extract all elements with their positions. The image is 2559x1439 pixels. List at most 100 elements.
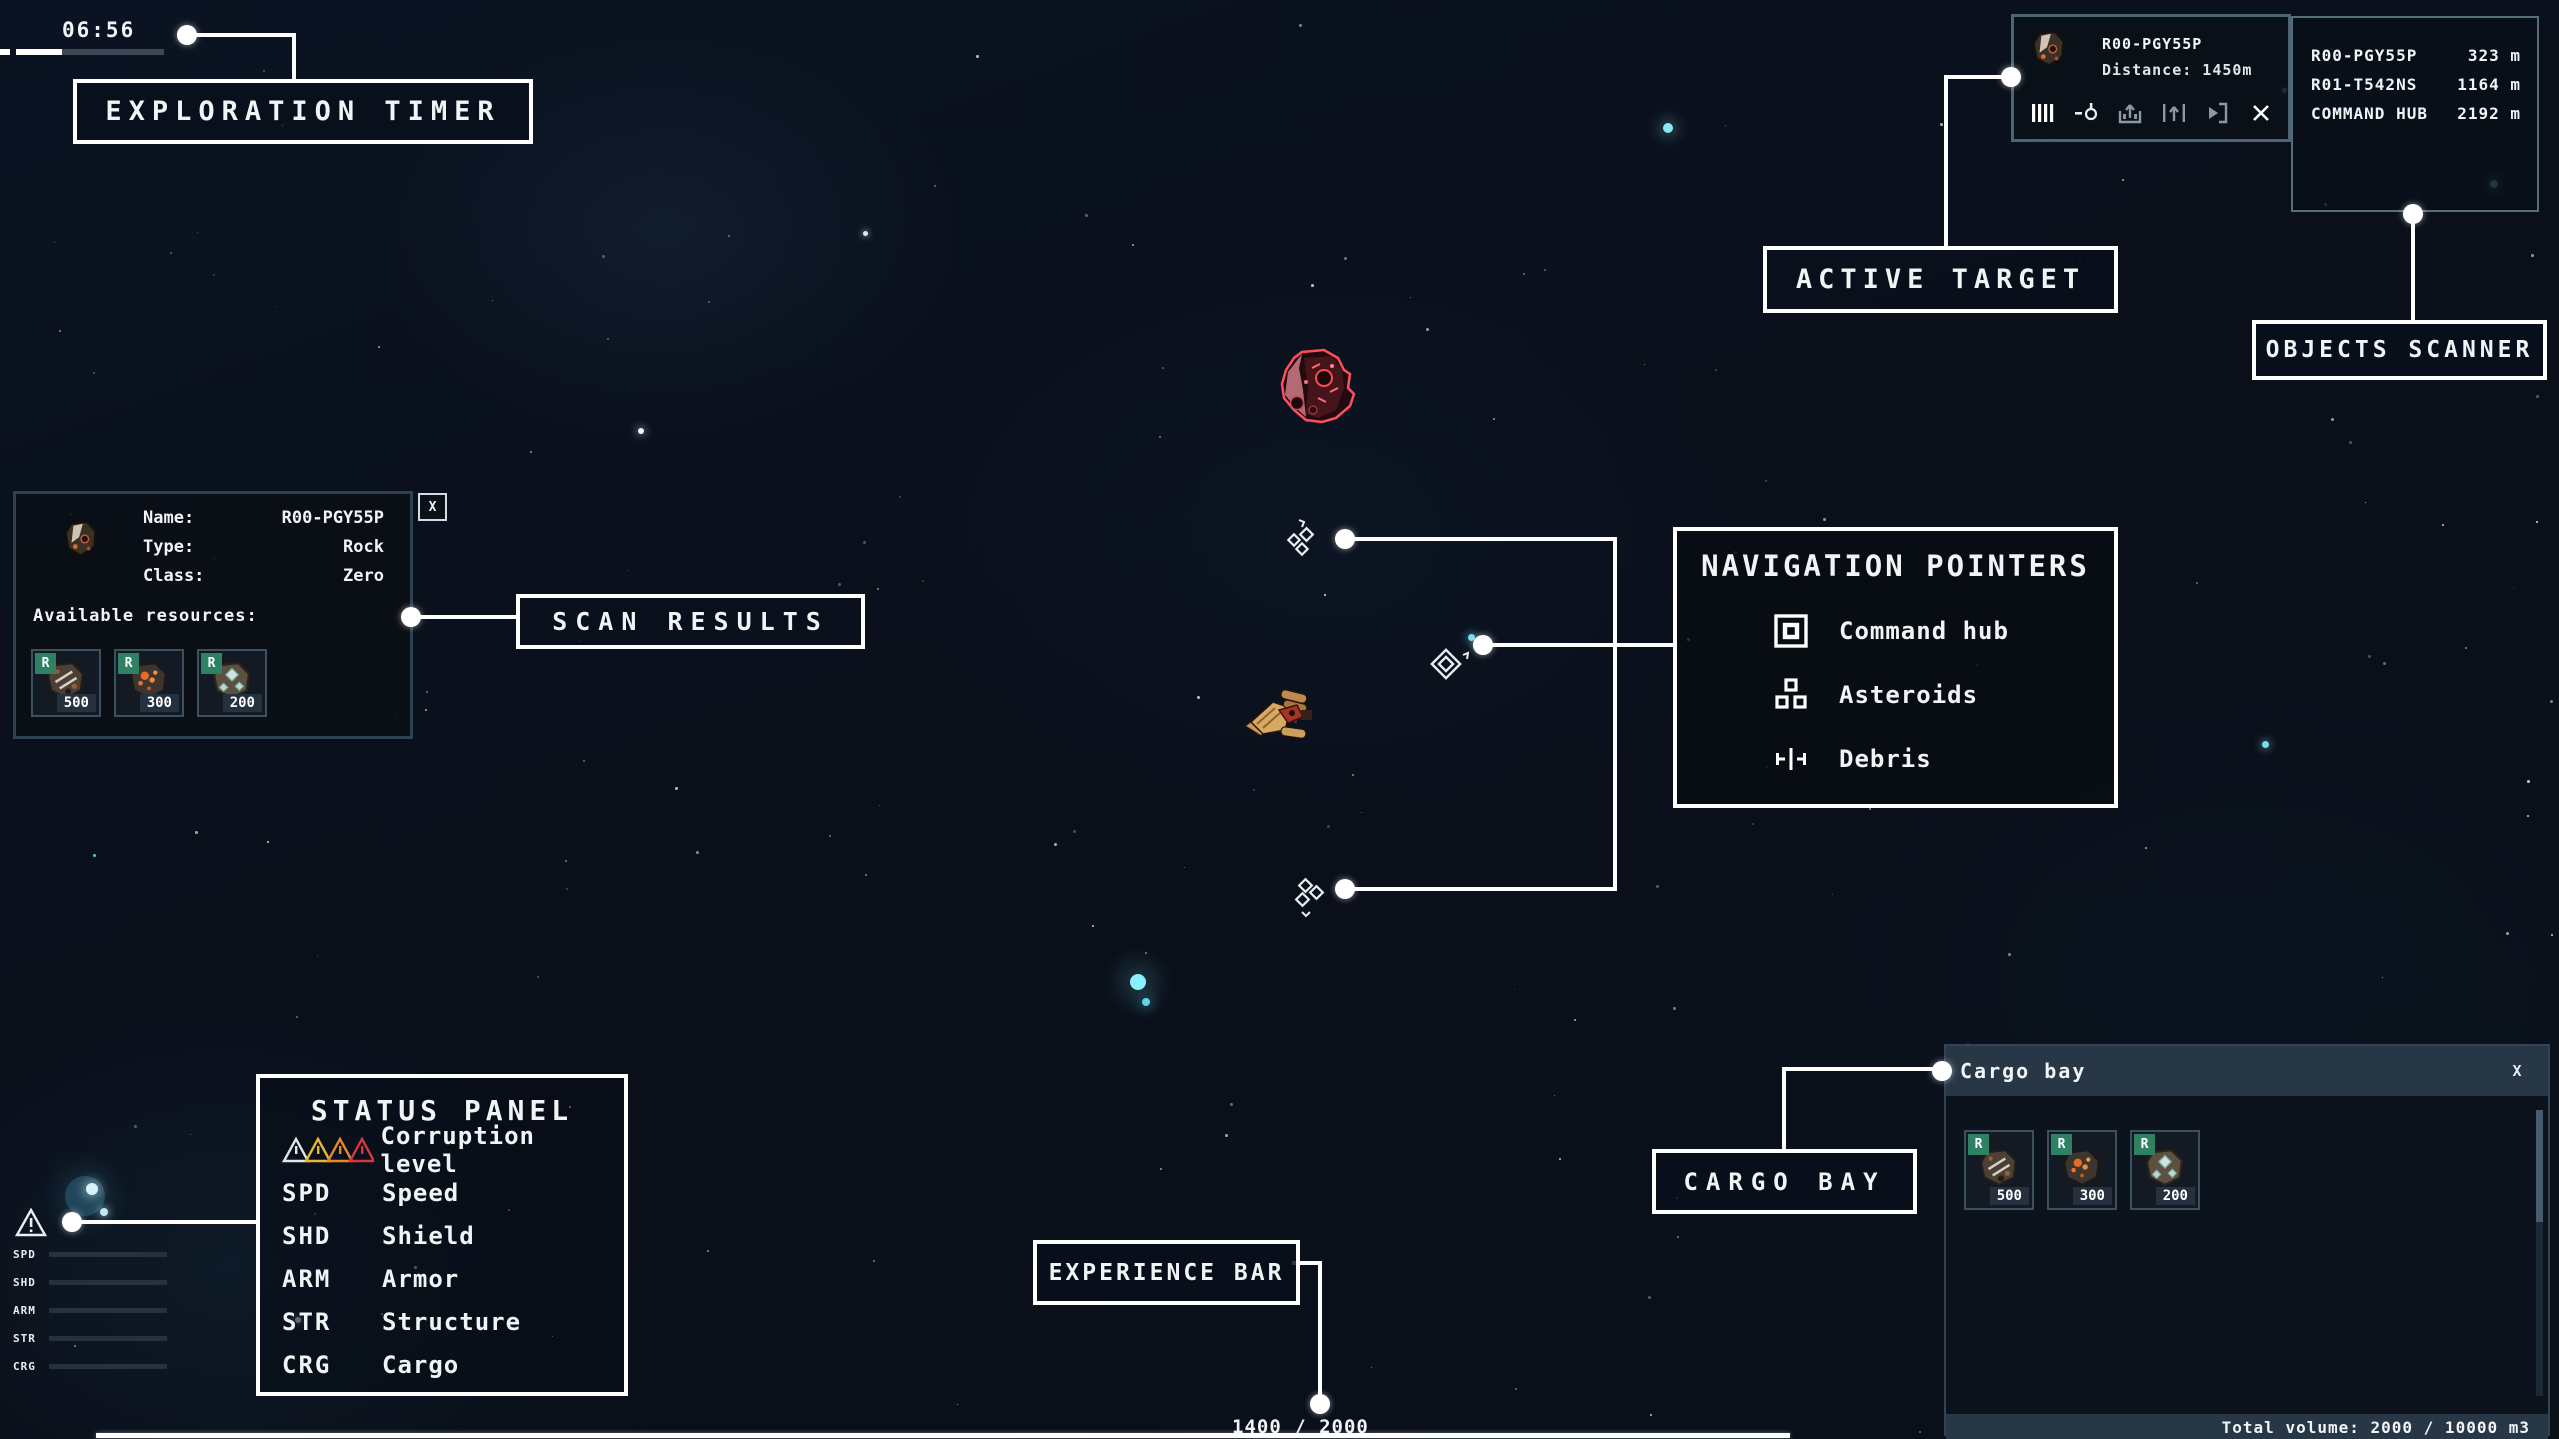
dock-button[interactable] xyxy=(2202,99,2232,127)
resource-slot-1[interactable]: R 500 xyxy=(31,649,101,717)
resource-asteroid-crystal-icon xyxy=(2146,1149,2183,1187)
cargo-item-amount: 300 xyxy=(2072,1187,2112,1205)
status-panel-title: STATUS PANEL xyxy=(310,1094,574,1127)
cargo-total-volume: Total volume: 2000 / 10000 m3 xyxy=(2221,1417,2530,1437)
status-row-structure: STR Structure xyxy=(282,1302,624,1342)
scanner-object-name: R01-T542NS xyxy=(2311,75,2418,94)
exploration-time-value: 06:56 xyxy=(62,18,136,42)
resource-asteroid-silver-icon xyxy=(1980,1149,2017,1187)
asteroids-marker-bottom xyxy=(1294,877,1325,918)
command-hub-icon xyxy=(1769,612,1813,650)
active-target-label: ACTIVE TARGET xyxy=(1763,246,2118,313)
scan-results-label: SCAN RESULTS xyxy=(516,594,865,649)
cargo-item-amount: 500 xyxy=(1989,1187,2029,1205)
experience-bar-label: EXPERIENCE BAR xyxy=(1033,1240,1300,1305)
cargo-slot-2[interactable]: R 300 xyxy=(2047,1130,2117,1210)
callout-dot-nav-2 xyxy=(1473,635,1493,655)
stat-name: Shield xyxy=(382,1222,475,1250)
hud-stat-abbr: ARM xyxy=(13,1304,36,1317)
stat-abbr: CRG xyxy=(282,1351,332,1379)
cargo-bay-panel: Cargo bay X R 500 R xyxy=(1944,1044,2550,1439)
cargo-item-badge: R xyxy=(1968,1134,1989,1155)
resource-slot-3[interactable]: R 200 xyxy=(197,649,267,717)
scan-type-label: Type: xyxy=(143,537,195,557)
active-target-label-text: ACTIVE TARGET xyxy=(1795,264,2086,295)
hud-stat-arm: ARM xyxy=(13,1304,167,1317)
timer-tick xyxy=(0,49,10,55)
close-target-button[interactable] xyxy=(2246,99,2276,127)
scan-class-label: Class: xyxy=(143,566,205,586)
nav-item-debris: Debris xyxy=(1769,737,2114,781)
resource-asteroid-lava-icon xyxy=(130,662,167,700)
hud-stat-bar xyxy=(49,1308,167,1313)
exploration-timer-label: EXPLORATION TIMER xyxy=(73,79,533,144)
cargo-slot-1[interactable]: R 500 xyxy=(1964,1130,2034,1210)
cargo-bay-label-text: CARGO BAY xyxy=(1683,1167,1886,1196)
timer-progress-fill xyxy=(16,49,62,55)
hud-stat-abbr: SPD xyxy=(13,1248,36,1261)
scan-class-value: Zero xyxy=(343,566,384,586)
debris-icon xyxy=(1769,746,1813,772)
scan-results-close-button[interactable]: X xyxy=(418,493,447,521)
nav-item-label: Command hub xyxy=(1839,617,2009,645)
callout-line xyxy=(1483,643,1673,647)
cargo-bay-close-button[interactable]: X xyxy=(2512,1062,2522,1080)
cargo-slot-3[interactable]: R 200 xyxy=(2130,1130,2200,1210)
status-row-cargo: CRG Cargo xyxy=(282,1345,624,1385)
stat-abbr: STR xyxy=(282,1308,332,1336)
scanner-object-distance: 2192 m xyxy=(2457,104,2521,123)
resource-amount: 200 xyxy=(222,694,262,712)
hud-stat-bar xyxy=(49,1364,167,1369)
callout-dot-nav-1 xyxy=(1335,529,1355,549)
callout-line xyxy=(1345,887,1617,891)
resource-amount: 500 xyxy=(56,694,96,712)
cargo-scrollbar[interactable] xyxy=(2536,1110,2543,1396)
cargo-item-amount: 200 xyxy=(2155,1187,2195,1205)
target-asteroid-thumbnail xyxy=(2032,30,2065,67)
callout-dot-active-target xyxy=(2001,67,2021,87)
cargo-bay-label: CARGO BAY xyxy=(1652,1149,1917,1214)
hud-stat-bar xyxy=(49,1280,167,1285)
warning-triangle-icon xyxy=(15,1208,47,1237)
status-row-armor: ARM Armor xyxy=(282,1259,624,1299)
status-panel: STATUS PANEL Corruption level SPD Speed … xyxy=(256,1074,628,1396)
approach-target-button[interactable] xyxy=(2072,99,2102,127)
hud-stat-shd: SHD xyxy=(13,1276,167,1289)
scan-type-value: Rock xyxy=(343,537,384,557)
experience-bar-label-text: EXPERIENCE BAR xyxy=(1048,1259,1285,1286)
callout-dot-scan-results xyxy=(401,607,421,627)
callout-line xyxy=(1782,1067,1942,1071)
resource-badge: R xyxy=(201,653,222,674)
align-approach-button[interactable] xyxy=(2159,99,2189,127)
callout-dot-nav-3 xyxy=(1335,879,1355,899)
experience-value: 1400 / 2000 xyxy=(1232,1416,1369,1438)
resource-asteroid-lava-icon xyxy=(2063,1149,2100,1187)
corruption-level-label: Corruption level xyxy=(380,1122,535,1178)
hud-stat-str: STR xyxy=(13,1332,167,1345)
resource-slot-2[interactable]: R 300 xyxy=(114,649,184,717)
scan-results-close-x: X xyxy=(428,499,437,515)
asteroids-marker-top xyxy=(1286,519,1315,557)
transfer-cargo-button[interactable] xyxy=(2115,99,2145,127)
callout-line xyxy=(2411,214,2415,320)
cargo-bars-icon[interactable] xyxy=(2028,99,2058,127)
targeted-red-asteroid[interactable] xyxy=(1272,348,1368,444)
cargo-item-badge: R xyxy=(2134,1134,2155,1155)
cargo-scrollbar-thumb[interactable] xyxy=(2536,1110,2543,1222)
scanner-object-name: COMMAND HUB xyxy=(2311,104,2428,123)
active-target-actions xyxy=(2028,99,2276,127)
stat-abbr: SHD xyxy=(282,1222,332,1250)
stat-name: Speed xyxy=(382,1179,460,1207)
status-row-speed: SPD Speed xyxy=(282,1173,624,1213)
stat-abbr: SPD xyxy=(282,1179,332,1207)
scanner-row-2[interactable]: R01-T542NS 1164 m xyxy=(2311,75,2521,94)
scanner-row-3[interactable]: COMMAND HUB 2192 m xyxy=(2311,104,2521,123)
callout-line xyxy=(72,1220,256,1224)
nav-item-label: Debris xyxy=(1839,745,1932,773)
scan-name-label: Name: xyxy=(143,508,195,528)
timer-progress-bar xyxy=(16,49,164,55)
scan-results-panel: Name: R00-PGY55P Type: Rock Class: Zero … xyxy=(13,491,413,739)
navigation-pointers-title: NAVIGATION POINTERS xyxy=(1701,549,2090,583)
scanner-row-1[interactable]: R00-PGY55P 323 m xyxy=(2311,46,2521,65)
